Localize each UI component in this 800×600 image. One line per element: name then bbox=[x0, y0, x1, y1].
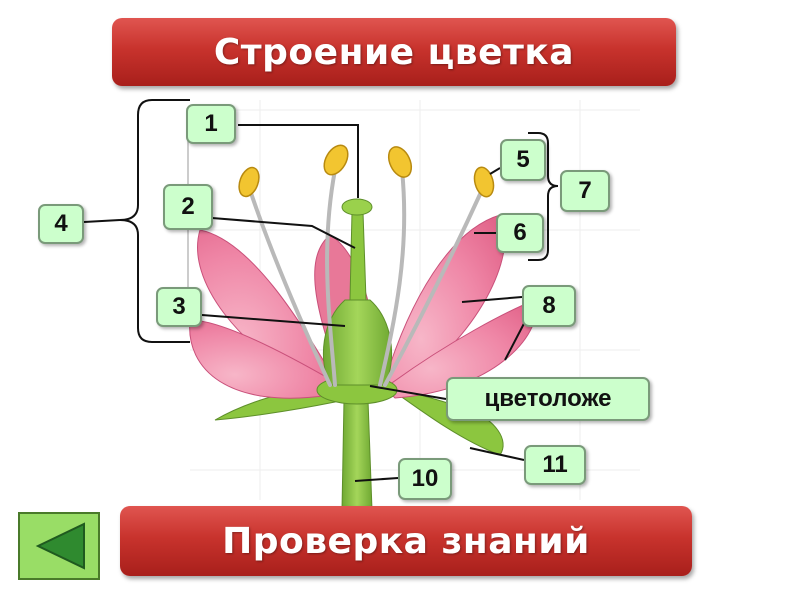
label-5[interactable]: 5 bbox=[500, 139, 546, 181]
label-8[interactable]: 8 bbox=[522, 285, 576, 327]
label-receptacle[interactable]: цветоложе bbox=[446, 377, 650, 421]
bracket-4-connector bbox=[84, 220, 120, 222]
pistil-style bbox=[350, 212, 366, 300]
label-4[interactable]: 4 bbox=[38, 204, 84, 244]
label-11[interactable]: 11 bbox=[524, 445, 586, 485]
label-10[interactable]: 10 bbox=[398, 458, 452, 500]
pistil-stigma bbox=[342, 199, 372, 215]
stem bbox=[342, 400, 372, 510]
stamen-anthers bbox=[235, 141, 496, 199]
page-title: Строение цветка bbox=[112, 18, 676, 86]
label-6[interactable]: 6 bbox=[496, 213, 544, 253]
label-3[interactable]: 3 bbox=[156, 287, 202, 327]
check-knowledge-button[interactable]: Проверка знаний bbox=[120, 506, 692, 576]
triangle-left-icon bbox=[20, 514, 98, 578]
label-1[interactable]: 1 bbox=[186, 104, 236, 144]
label-2[interactable]: 2 bbox=[163, 184, 213, 230]
back-button[interactable] bbox=[18, 512, 100, 580]
label-7[interactable]: 7 bbox=[560, 170, 610, 212]
